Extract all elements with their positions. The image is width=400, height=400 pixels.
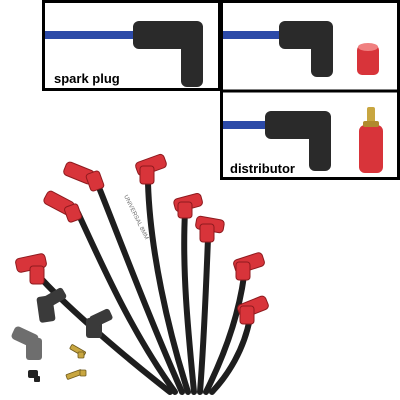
straight-boot [279,21,333,77]
angled-boot [265,111,331,171]
caption-distributor: distributor [227,161,298,177]
caption-spark-plug: spark plug [51,71,123,87]
black-boot-1 [36,287,67,323]
spark-plug-boot-illustration [45,21,203,87]
red-boots [15,153,269,325]
red-boot-3 [63,161,105,192]
wire-5 [181,209,197,395]
wire-3 [95,182,185,395]
red-boot-7 [233,252,265,281]
gray-boot [11,326,42,360]
wire-4 [145,180,191,395]
wire-7 [203,273,247,395]
spark-plug-panel: spark plug [42,0,221,91]
red-cap-upper [357,43,379,75]
brass-terminal-1 [69,344,86,359]
spark-plug-boot [133,21,203,87]
distributor-panel: distributor [220,0,400,180]
red-boot-2 [43,190,82,223]
red-cap-lower [359,107,383,173]
red-boot-1 [15,253,47,285]
red-boot-8 [237,295,269,325]
wire-2 [75,210,178,395]
distributor-boot-illustration [223,21,397,173]
red-boot-4 [135,153,167,185]
red-boot-6 [195,215,225,243]
wire-bundle [35,180,253,395]
wire-print: UNIVERSAL 8MM [122,194,149,240]
wire-6 [197,235,211,395]
brass-terminal-2 [65,369,87,380]
wire-8 [209,315,253,395]
loose-parts [11,287,113,382]
black-clip [28,370,40,382]
red-boot-5 [173,192,203,219]
black-boot-2 [86,308,113,338]
